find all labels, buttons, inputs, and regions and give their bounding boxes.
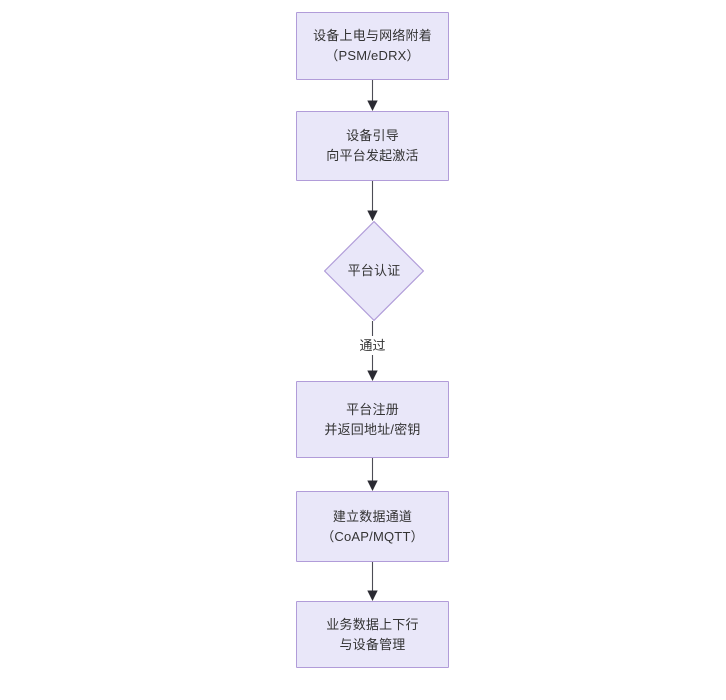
node-business-data-and-device-management[interactable]: 业务数据上下行 与设备管理	[296, 601, 449, 668]
node-platform-registration[interactable]: 平台注册 并返回地址/密钥	[296, 381, 449, 458]
node-label: 设备引导 向平台发起激活	[326, 128, 419, 163]
edge-n1-n2	[367, 80, 378, 111]
edge-n2-n3	[367, 181, 378, 221]
node-label: 业务数据上下行 与设备管理	[326, 616, 419, 652]
node-device-bootstrap[interactable]: 设备引导 向平台发起激活	[296, 111, 449, 181]
node-label: 设备上电与网络附着 （PSM/eDRX）	[313, 28, 432, 63]
node-label: 平台注册 并返回地址/密钥	[324, 401, 421, 437]
edge-n5-n6	[367, 562, 378, 601]
node-platform-authentication[interactable]: 平台认证	[324, 221, 424, 321]
node-device-power-on[interactable]: 设备上电与网络附着 （PSM/eDRX）	[296, 12, 449, 80]
node-label: 建立数据通道 （CoAP/MQTT）	[321, 508, 424, 544]
node-establish-data-channel[interactable]: 建立数据通道 （CoAP/MQTT）	[296, 491, 449, 562]
edge-n4-n5	[367, 458, 378, 491]
edge-label-pass: 通过	[356, 336, 389, 355]
diamond-shape-icon	[324, 221, 424, 321]
node-label: 平台认证	[347, 263, 401, 278]
